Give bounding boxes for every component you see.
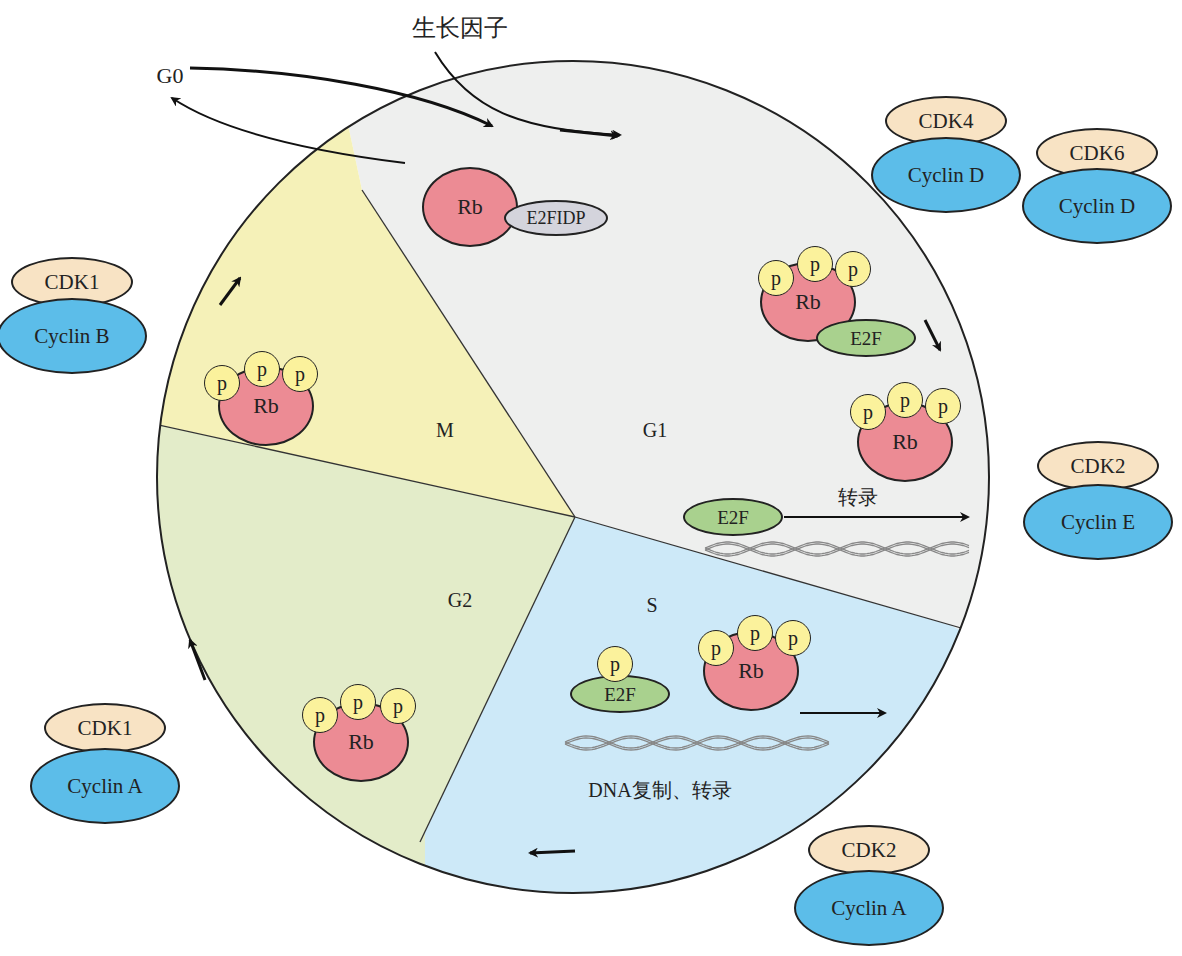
node-text: E2F	[604, 685, 636, 704]
text-label: 生长因子	[412, 16, 508, 40]
cyclin-protein: Cyclin D	[871, 137, 1021, 213]
node-text: p	[393, 696, 403, 716]
phosphate-circle: p	[737, 615, 773, 651]
phosphate-circle: p	[698, 630, 734, 666]
phosphate-circle: p	[925, 388, 961, 424]
phosphate-circle: p	[797, 246, 833, 282]
node-text: Rb	[457, 196, 483, 218]
node-text: Rb	[348, 731, 374, 753]
node-text: Rb	[253, 395, 279, 417]
node-text: Cyclin D	[908, 165, 984, 186]
dna-strand	[565, 738, 829, 750]
phosphate-circle: p	[887, 382, 923, 418]
e2f-factor: E2F	[683, 498, 783, 536]
text-label: G0	[157, 65, 184, 87]
node-text: p	[295, 364, 305, 384]
node-text: Cyclin E	[1061, 512, 1135, 533]
node-text: CDK6	[1070, 143, 1125, 164]
node-text: p	[810, 254, 820, 274]
dna-strand	[705, 544, 969, 556]
node-text: p	[938, 396, 948, 416]
node-text: Rb	[738, 660, 764, 682]
phosphate-circle: p	[340, 684, 376, 720]
node-text: E2FIDP	[526, 209, 585, 227]
node-text: CDK2	[1071, 456, 1126, 477]
text-label: DNA复制、转录	[588, 780, 731, 800]
phosphate-circle: p	[835, 251, 871, 287]
text-label: G2	[448, 590, 472, 610]
node-text: p	[900, 390, 910, 410]
phosphate-circle: p	[204, 365, 240, 401]
cyclin-protein: Cyclin B	[0, 298, 147, 374]
cyclin-protein: Cyclin A	[30, 748, 180, 824]
cdk-kinase: CDK2	[808, 825, 930, 875]
node-text: CDK1	[45, 272, 100, 293]
node-text: p	[217, 373, 227, 393]
text-label: S	[646, 595, 657, 615]
cyclin-protein: Cyclin D	[1022, 168, 1172, 244]
text-label: M	[436, 420, 454, 440]
phosphate-circle: p	[758, 260, 794, 296]
e2fidp-complex: E2FIDP	[504, 200, 608, 236]
node-text: CDK1	[78, 718, 133, 739]
node-text: p	[257, 359, 267, 379]
node-text: Cyclin A	[67, 776, 142, 797]
phosphate-circle: p	[302, 697, 338, 733]
node-text: p	[610, 654, 620, 674]
node-text: p	[353, 692, 363, 712]
node-text: Cyclin D	[1059, 196, 1135, 217]
cdk-kinase: CDK1	[44, 703, 166, 753]
node-text: p	[863, 402, 873, 422]
node-text: p	[848, 259, 858, 279]
node-text: p	[750, 623, 760, 643]
node-text: E2F	[717, 508, 749, 527]
phosphate-circle: p	[850, 394, 886, 430]
text-label: 转录	[838, 487, 878, 507]
e2f-factor: E2F	[816, 319, 916, 357]
node-text: p	[788, 628, 798, 648]
phosphate-circle: p	[775, 620, 811, 656]
node-text: p	[771, 268, 781, 288]
phosphate-circle: p	[282, 356, 318, 392]
phosphate-circle: p	[597, 646, 633, 682]
cyclin-protein: Cyclin E	[1023, 484, 1173, 560]
node-text: Cyclin B	[34, 326, 109, 347]
node-text: Rb	[795, 291, 821, 313]
node-text: E2F	[850, 329, 882, 348]
rb-protein: Rb	[422, 167, 518, 247]
node-text: Cyclin A	[831, 898, 906, 919]
node-text: CDK4	[919, 111, 974, 132]
phosphate-circle: p	[380, 688, 416, 724]
node-text: p	[711, 638, 721, 658]
node-text: p	[315, 705, 325, 725]
cyclin-protein: Cyclin A	[794, 870, 944, 946]
node-text: CDK2	[842, 840, 897, 861]
node-text: Rb	[892, 431, 918, 453]
phosphate-circle: p	[244, 351, 280, 387]
text-label: G1	[643, 420, 667, 440]
